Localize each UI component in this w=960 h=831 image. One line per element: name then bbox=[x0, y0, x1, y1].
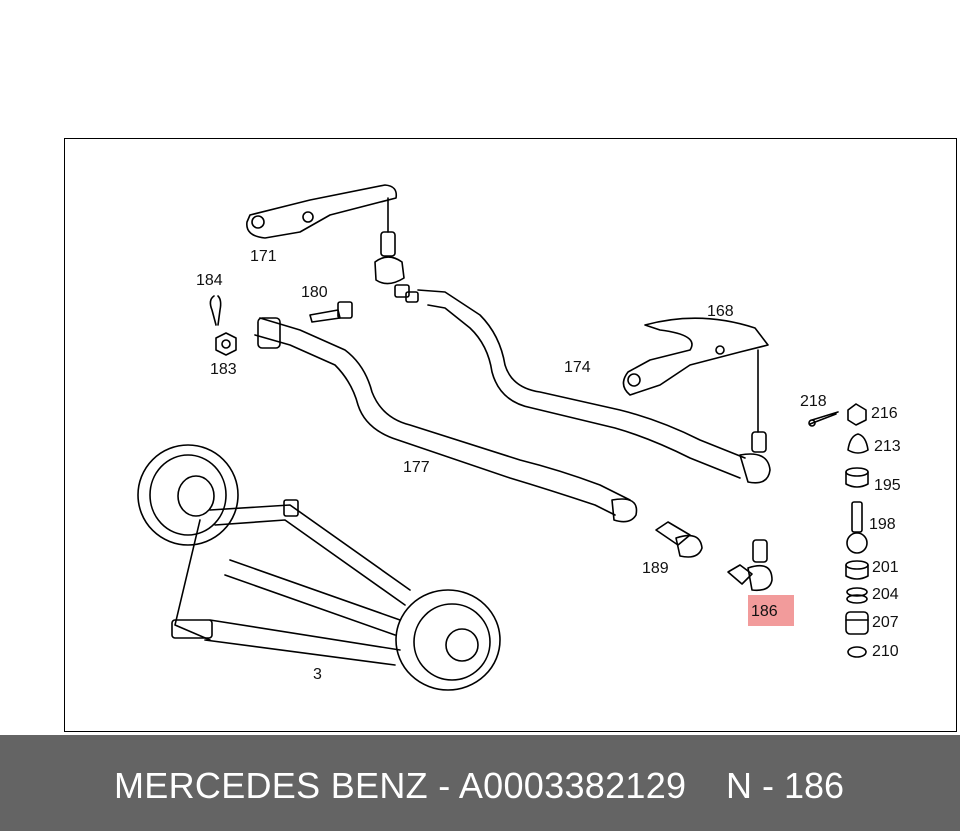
tie-rod-end-186 bbox=[727, 539, 773, 592]
clip-210 bbox=[847, 646, 867, 658]
bushing-195 bbox=[845, 467, 869, 488]
upper-ball-joint bbox=[374, 231, 419, 303]
label-174: 174 bbox=[564, 359, 591, 376]
label-218: 218 bbox=[800, 393, 827, 410]
label-213: 213 bbox=[874, 438, 901, 455]
label-168: 168 bbox=[707, 303, 734, 320]
label-180: 180 bbox=[301, 284, 328, 301]
label-195: 195 bbox=[874, 477, 901, 494]
label-204: 204 bbox=[872, 586, 899, 603]
label-198: 198 bbox=[869, 516, 896, 533]
cotter-pin-218 bbox=[808, 411, 839, 427]
drag-link-177 bbox=[254, 317, 638, 523]
axle-assembly-3 bbox=[137, 444, 501, 691]
cotter-pin-184 bbox=[209, 295, 222, 326]
bushing-201 bbox=[845, 560, 869, 580]
bolt-180 bbox=[309, 301, 353, 323]
brand-part-number: MERCEDES BENZ - A0003382129 bbox=[114, 765, 687, 806]
diagram-frame bbox=[64, 138, 957, 732]
nut-183 bbox=[215, 332, 237, 356]
footer-banner: MERCEDES BENZ - A0003382129 N - 186 bbox=[0, 735, 960, 831]
nut-216 bbox=[847, 403, 867, 426]
label-177: 177 bbox=[403, 459, 430, 476]
spring-204 bbox=[846, 587, 868, 604]
adjusting-sleeve-189 bbox=[655, 521, 703, 558]
part-labels: 171 184 180 183 168 174 218 216 213 177 … bbox=[196, 248, 901, 683]
seal-213 bbox=[847, 433, 869, 454]
idler-arm-168 bbox=[622, 317, 769, 433]
label-201: 201 bbox=[872, 559, 899, 576]
tie-rod-174 bbox=[417, 289, 771, 484]
label-216: 216 bbox=[871, 405, 898, 422]
label-184: 184 bbox=[196, 272, 223, 289]
label-207: 207 bbox=[872, 614, 899, 631]
label-189: 189 bbox=[642, 560, 669, 577]
label-210: 210 bbox=[872, 643, 899, 660]
label-186: 186 bbox=[751, 603, 778, 620]
ball-pin-198 bbox=[846, 501, 868, 554]
cap-207 bbox=[845, 611, 869, 635]
label-171: 171 bbox=[250, 248, 277, 265]
diagram-reference: N - 186 bbox=[726, 765, 845, 806]
label-3: 3 bbox=[313, 666, 322, 683]
highlight-box-186 bbox=[748, 595, 794, 626]
pitman-arm-171 bbox=[246, 184, 398, 239]
label-183: 183 bbox=[210, 361, 237, 378]
